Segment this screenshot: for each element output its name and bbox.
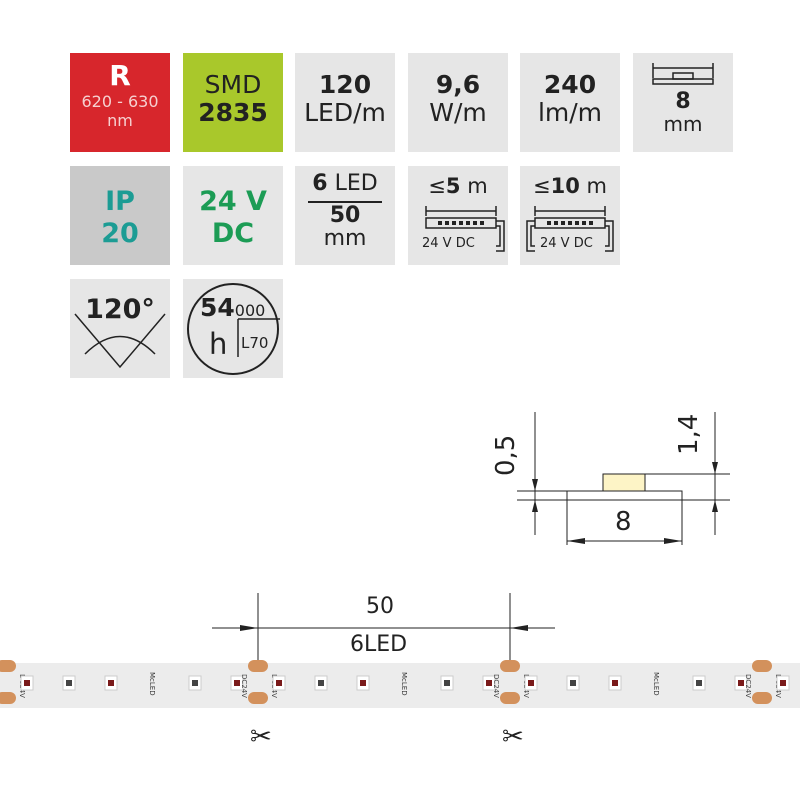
max-double-unit: m <box>586 174 607 198</box>
power-unit: W/m <box>429 98 487 127</box>
flux-tile: 240 lm/m <box>520 53 620 152</box>
led-die <box>570 680 576 686</box>
lifetime-tile: 54000 h L70 <box>183 279 283 378</box>
ip-label: IP <box>105 186 135 217</box>
led-die <box>780 680 786 686</box>
chip-tile: SMD 2835 <box>183 53 283 152</box>
le-sign: ≤ <box>428 174 446 198</box>
double-feed-icon <box>526 206 614 252</box>
led-die <box>234 680 240 686</box>
dimension-arrow <box>510 625 528 631</box>
segment-leds-unit: LED <box>334 171 378 196</box>
led-die <box>486 680 492 686</box>
chip-type: SMD <box>204 70 262 99</box>
width-value: 8 <box>675 89 691 114</box>
scissors-icon: ✂ <box>502 722 524 752</box>
max-single-tile: ≤5 m 24 V DC <box>408 166 508 265</box>
strip-body <box>0 663 800 708</box>
width-icon <box>652 63 714 85</box>
max-single-unit: m <box>467 174 488 198</box>
brand-label: McLED <box>400 672 408 696</box>
ip-value: 20 <box>101 218 139 249</box>
flux-unit: lm/m <box>537 98 603 127</box>
led-die <box>696 680 702 686</box>
lifetime-unit: h <box>209 327 228 361</box>
voltage-tile: 24 V DC <box>183 166 283 265</box>
solder-pad <box>752 660 772 672</box>
flux-value: 240 <box>543 70 597 99</box>
width-unit: mm <box>663 112 703 136</box>
led-die <box>444 680 450 686</box>
width-tile: 8 mm <box>633 53 733 152</box>
beam-angle-icon <box>74 313 166 369</box>
segment-leds-label: 6LED <box>350 632 408 657</box>
solder-pad <box>500 660 520 672</box>
lifetime-icon <box>187 283 280 375</box>
color-tile: R 620 - 630 nm <box>70 53 170 152</box>
max-single-voltage: 24 V DC <box>422 236 475 251</box>
led-die <box>318 680 324 686</box>
single-feed-icon <box>425 206 505 252</box>
led-die <box>738 680 744 686</box>
wavelength: 620 - 630 nm <box>81 92 159 130</box>
brand-label: McLED <box>652 672 660 696</box>
le-sign: ≤ <box>533 174 551 198</box>
segment-leds: 6 <box>312 171 328 196</box>
profile-width: 8 <box>615 507 632 537</box>
solder-pad <box>248 660 268 672</box>
led-die <box>66 680 72 686</box>
pad-voltage-label: DC24V <box>240 674 248 698</box>
max-single-value: 5 <box>445 174 461 198</box>
scissors-icon: ✂ <box>250 722 272 752</box>
led-die <box>528 680 534 686</box>
voltage-type: DC <box>211 218 255 249</box>
power-tile: 9,6 W/m <box>408 53 508 152</box>
density-value: 120 <box>318 70 372 99</box>
segment-length-label: 50 <box>366 594 394 619</box>
pad-voltage-label: DC24V <box>744 674 752 698</box>
solder-pad <box>500 692 520 704</box>
density-unit: LED/m <box>304 98 386 127</box>
max-double-tile: ≤10 m 24 V DC <box>520 166 620 265</box>
voltage-value: 24 V <box>199 186 267 217</box>
ip-tile: IP 20 <box>70 166 170 265</box>
solder-pad <box>0 660 16 672</box>
power-value: 9,6 <box>435 70 481 99</box>
color-letter: R <box>109 59 131 92</box>
segment-divider <box>308 201 382 203</box>
solder-pad <box>0 692 16 704</box>
led-die <box>192 680 198 686</box>
led-die <box>612 680 618 686</box>
dimension-arrow <box>240 625 258 631</box>
led-die <box>276 680 282 686</box>
led-die <box>108 680 114 686</box>
pad-voltage-label: DC24V <box>492 674 500 698</box>
lifetime-rating: L70 <box>241 334 269 352</box>
max-double-value: 10 <box>550 174 580 198</box>
angle-value: 120° <box>85 294 155 325</box>
angle-tile: 120° <box>70 279 170 378</box>
lifetime-suffix: 000 <box>234 301 266 320</box>
chip-model: 2835 <box>198 98 268 127</box>
max-double-voltage: 24 V DC <box>540 236 593 251</box>
led-die <box>24 680 30 686</box>
density-tile: 120 LED/m <box>295 53 395 152</box>
segment-tile: 6 LED 50 mm <box>295 166 395 265</box>
brand-label: McLED <box>148 672 156 696</box>
segment-length-unit: mm <box>323 226 367 251</box>
led-die <box>360 680 366 686</box>
solder-pad <box>752 692 772 704</box>
solder-pad <box>248 692 268 704</box>
lifetime-value: 54 <box>200 293 235 322</box>
segment-length: 50 <box>329 203 361 228</box>
